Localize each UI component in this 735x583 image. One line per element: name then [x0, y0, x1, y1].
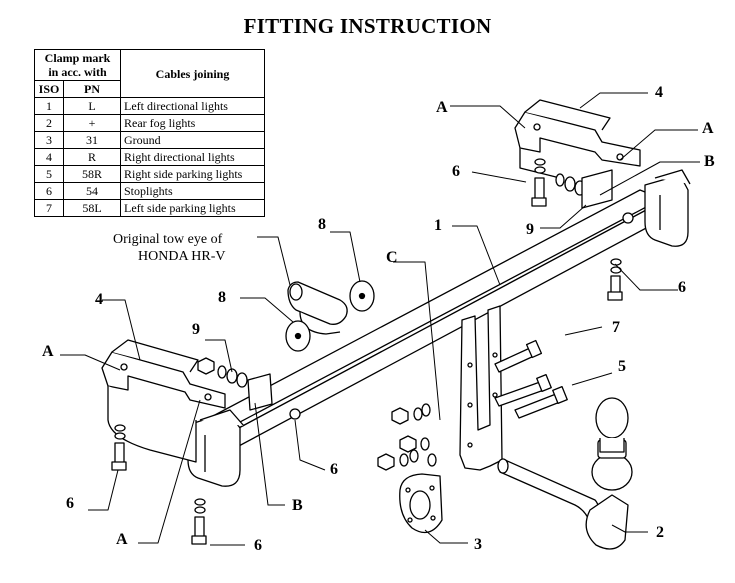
right-side-plate — [514, 99, 641, 179]
note-line2: HONDA HR-V — [138, 249, 226, 264]
label-6-left: 6 — [66, 495, 74, 512]
label-6-bottom: 6 — [254, 537, 262, 554]
label-6-top: 6 — [452, 163, 460, 180]
left-end-bracket — [187, 409, 245, 487]
note-line1: Original tow eye of — [113, 232, 223, 247]
cell-desc: Stoplights — [120, 182, 265, 200]
right-end-bracket — [644, 169, 691, 247]
header-clamp-line1: Clamp mark — [44, 51, 111, 65]
leader-lines — [60, 92, 700, 546]
cell-pn: 58L — [63, 199, 121, 217]
label-6-mid: 6 — [330, 461, 338, 478]
label-C: C — [386, 249, 398, 266]
left-side-plate — [101, 339, 226, 463]
cell-desc: Left side parking lights — [120, 199, 265, 217]
right-lower-bolt — [607, 258, 623, 301]
socket-plate — [399, 473, 443, 534]
label-B-right: B — [704, 153, 715, 170]
header-pn: PN — [63, 80, 121, 98]
tow-eye-note: Original tow eye of HONDA HR-V — [113, 232, 226, 264]
label-9-left: 9 — [192, 321, 200, 338]
tow-ball — [497, 397, 633, 550]
cell-pn: 54 — [63, 182, 121, 200]
label-1: 1 — [434, 217, 442, 234]
label-A-top: A — [436, 99, 448, 116]
label-4-top: 4 — [655, 84, 663, 101]
label-9-top: 9 — [526, 221, 534, 238]
page-title: FITTING INSTRUCTION — [243, 14, 492, 38]
header-clamp-mark: Clamp mark in acc. with — [34, 49, 121, 81]
note-leader — [257, 236, 291, 286]
label-8-top: 8 — [318, 216, 326, 233]
label-2: 2 — [656, 524, 664, 541]
label-7: 7 — [612, 319, 620, 336]
label-5: 5 — [618, 358, 626, 375]
left-lower-bolts — [111, 424, 207, 545]
cell-desc: Right directional lights — [120, 148, 265, 166]
header-cables-joining: Cables joining — [120, 49, 265, 98]
label-A-bottom: A — [116, 531, 128, 548]
center-plate — [459, 305, 503, 471]
label-3: 3 — [474, 536, 482, 553]
cable-table: Clamp mark in acc. with Cables joining I… — [34, 49, 265, 217]
cell-pn: 31 — [63, 131, 121, 149]
label-8-mid: 8 — [218, 289, 226, 306]
label-4-left: 4 — [95, 291, 103, 308]
long-bolts — [494, 339, 568, 419]
header-clamp-line2: in acc. with — [48, 65, 107, 79]
left-washer-set — [197, 357, 301, 420]
callout-labels: A 4 A B 6 1 9 6 8 C 8 4 9 A 7 5 6 6 B 2 … — [42, 84, 715, 554]
cell-desc: Ground — [120, 131, 265, 149]
tow-eye-rod — [285, 280, 375, 352]
label-B-bottom: B — [292, 497, 303, 514]
label-6-right: 6 — [678, 279, 686, 296]
label-A-right: A — [702, 120, 714, 137]
label-A-left: A — [42, 343, 54, 360]
center-nuts — [377, 403, 437, 471]
top-right-bolt-set — [531, 158, 634, 224]
cell-desc: Right side parking lights — [120, 165, 265, 183]
